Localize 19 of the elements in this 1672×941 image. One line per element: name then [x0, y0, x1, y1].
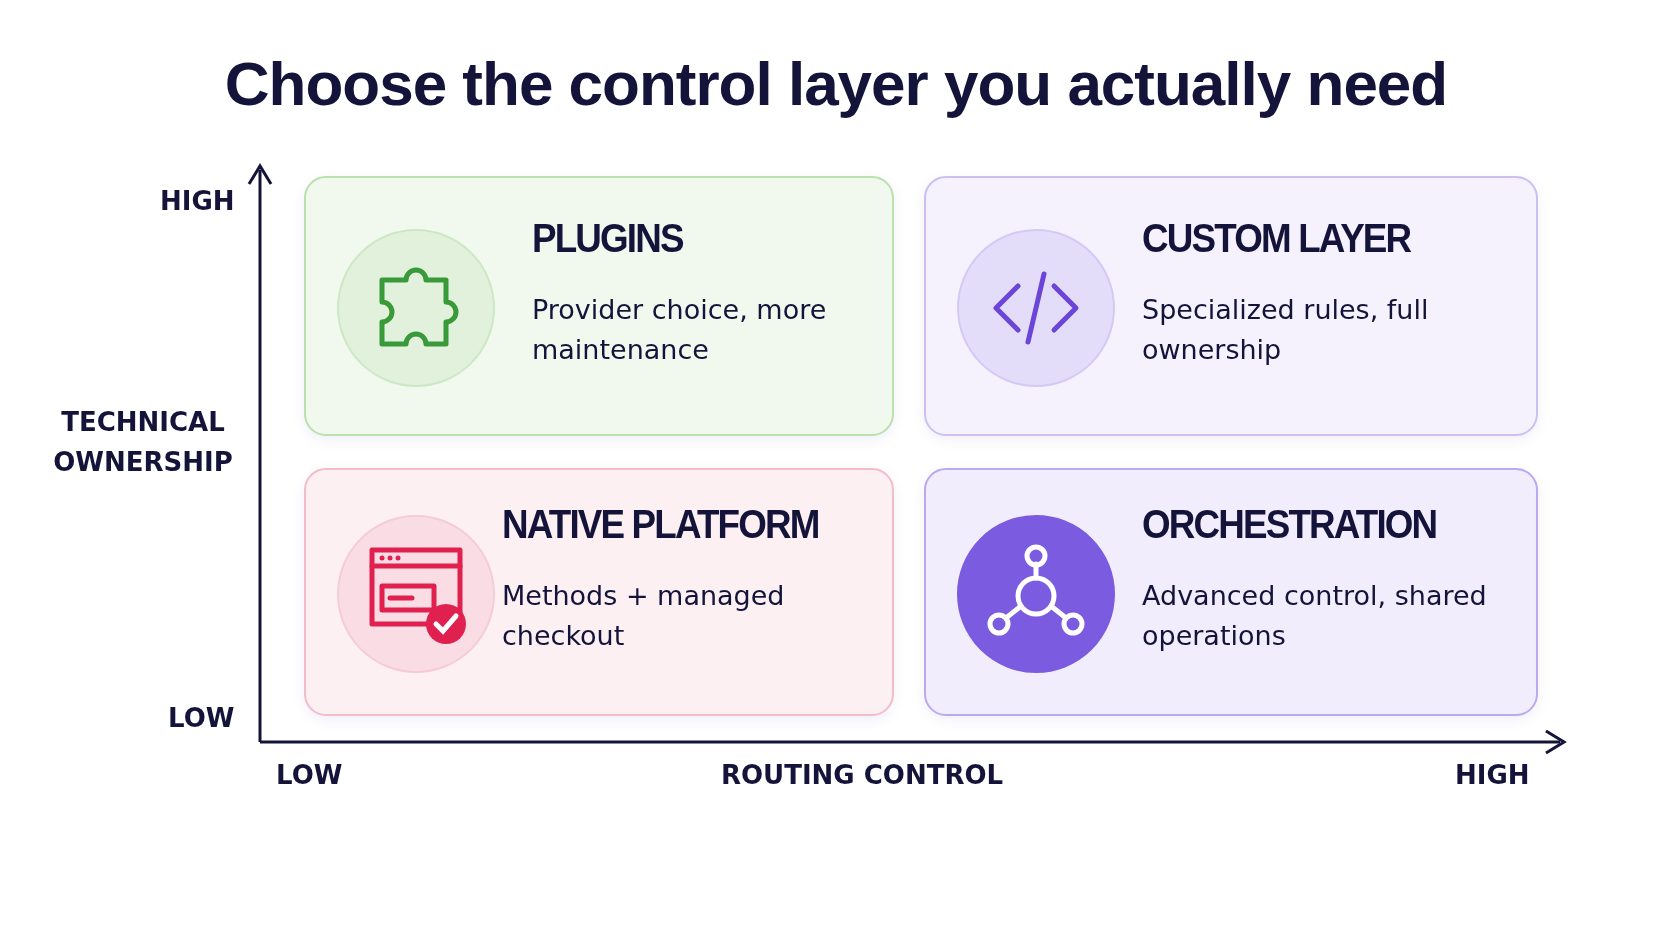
quadrant-card [924, 468, 1538, 716]
quadrant-description: Specialized rules, full ownership [1142, 293, 1430, 367]
axis-high-label: HIGH [1455, 760, 1530, 790]
quadrant-card [924, 176, 1538, 436]
quadrant-description: Advanced control, shared operations [1142, 579, 1488, 653]
axis-low-label: LOW [276, 760, 343, 790]
axis-high-label: HIGH [160, 186, 235, 216]
quadrant-description: Provider choice, more maintenance [532, 293, 828, 367]
axis-low-label: LOW [168, 703, 235, 733]
quadrant-card [304, 468, 894, 716]
quadrant-description: Methods + managed checkout [502, 579, 786, 653]
axis-title: TECHNICAL OWNERSHIP [52, 406, 234, 479]
axis-title: ROUTING CONTROL [719, 760, 1005, 790]
title: Choose the control layer you actually need [223, 48, 1449, 119]
quadrant-heading: PLUGINS [532, 216, 683, 261]
quadrant-heading: ORCHESTRATION [1142, 502, 1437, 547]
quadrant-card [304, 176, 894, 436]
quadrant-heading: NATIVE PLATFORM [502, 502, 819, 547]
quadrant-heading: CUSTOM LAYER [1142, 216, 1411, 261]
